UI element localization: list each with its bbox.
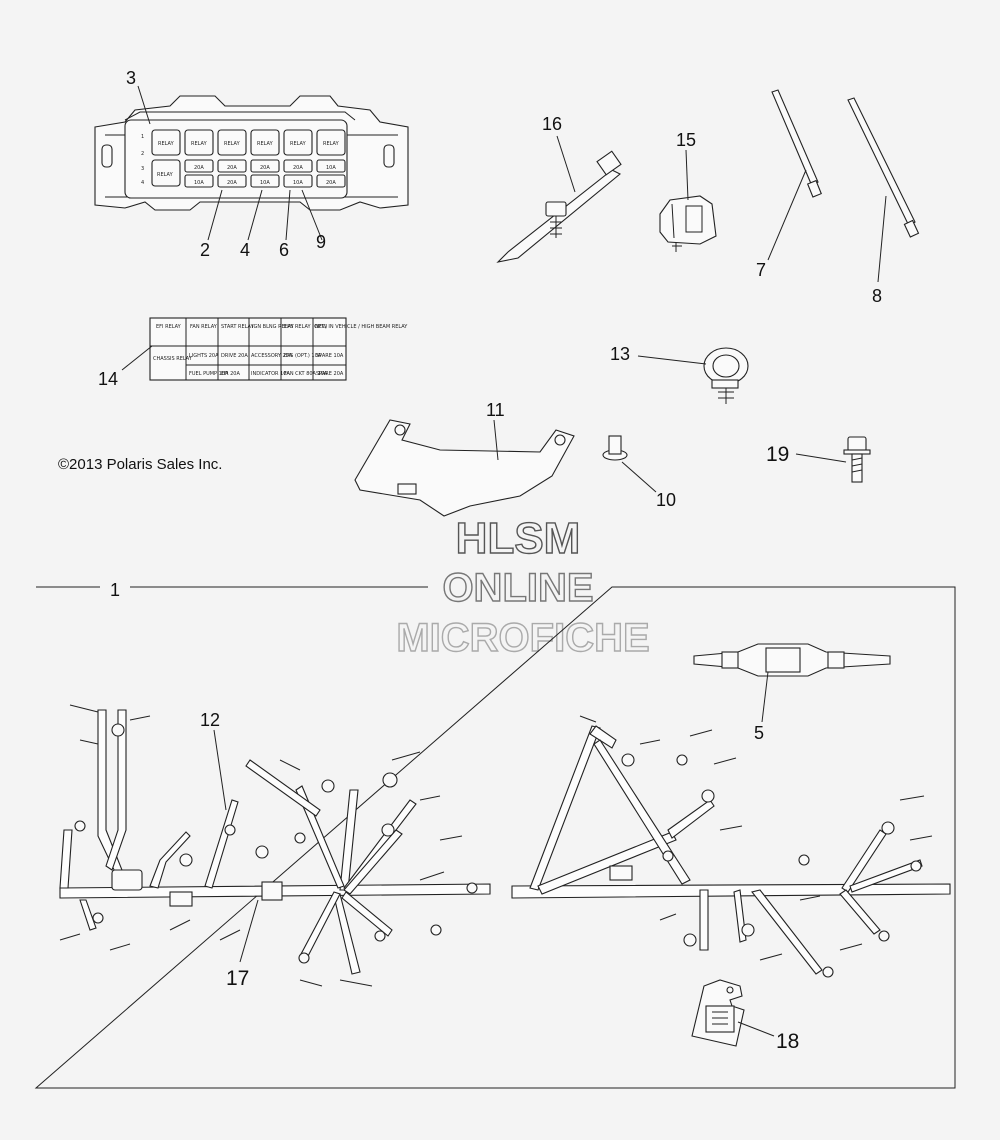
fuse-label: 20A	[293, 165, 303, 171]
leader-12	[213, 729, 227, 811]
fuse-label: 10A	[326, 165, 336, 171]
decal-cell: FAN RELAY	[190, 324, 218, 330]
watermark-line-2: ONLINE	[442, 566, 593, 610]
leader-19	[795, 453, 847, 463]
fuse-label: RELAY	[158, 141, 175, 147]
row-number: 3	[141, 166, 144, 172]
leader-14	[121, 345, 153, 371]
fuse-label: 20A	[194, 165, 204, 171]
leader-7	[767, 169, 807, 261]
leader-11	[493, 419, 499, 461]
watermark-line-3: MICROFICHE	[396, 616, 649, 660]
row-number: 2	[141, 151, 144, 157]
fuse-label: RELAY	[224, 141, 241, 147]
decal-cell: DRIVE 20A	[221, 353, 248, 359]
decal-cell: EFI RELAY	[156, 324, 182, 330]
decal-cell: CHASSIS RELAY	[153, 356, 193, 362]
fuse-box-row-relays: RELAY RELAY RELAY RELAY RELAY RELAY	[151, 129, 346, 156]
callout-6: 6	[279, 240, 289, 260]
mount-slot-left	[101, 144, 113, 168]
leader-17	[239, 899, 259, 963]
rear-wiring-harness	[511, 715, 951, 978]
fuse-label: 20A	[227, 165, 237, 171]
decal-cell: LIGHTS 20A	[189, 353, 219, 359]
callout-13: 13	[610, 344, 630, 364]
callout-18: 18	[776, 1030, 799, 1053]
tie-strap-8	[847, 97, 920, 238]
callout-3: 3	[126, 68, 136, 88]
leader-8	[877, 195, 887, 283]
callout-17: 17	[226, 967, 249, 990]
decal-cell: FUEL PUMP 10A	[189, 371, 229, 377]
mounting-bracket	[354, 419, 575, 517]
leader-18	[737, 1021, 775, 1037]
decal-cell: SPARE 10A	[316, 353, 344, 359]
callout-5: 5	[754, 723, 764, 743]
watermark: HLSM ONLINE MICROFICHE	[396, 513, 651, 660]
callout-16: 16	[542, 114, 562, 134]
mounting-clip	[703, 347, 749, 404]
fuse-label: RELAY	[191, 141, 208, 147]
callout-1: 1	[110, 580, 120, 600]
decal-cell: EPS (OPT.) 10A	[284, 353, 322, 359]
callout-12: 12	[200, 710, 220, 730]
row-number: 4	[141, 180, 144, 186]
tie-strap-7	[771, 89, 822, 198]
leader-16	[556, 135, 576, 193]
decal-cell: EPS RELAY (OPT.)	[284, 324, 327, 330]
fuse-decal: EFI RELAY FAN RELAY START RELAY IGN BLNG…	[149, 317, 408, 381]
watermark-line-1: HLSM	[456, 514, 581, 563]
connector-clip	[659, 195, 717, 252]
callout-8: 8	[872, 286, 882, 306]
leader-13	[637, 355, 707, 365]
fuse-label: 10A	[260, 180, 270, 186]
callout-11: 11	[486, 400, 505, 420]
callout-10: 10	[656, 490, 676, 510]
decal-cell: EFI 20A	[221, 371, 240, 377]
mount-slot-right	[383, 144, 395, 168]
fuse-label: 10A	[194, 180, 204, 186]
fuse-relay-box: RELAY RELAY RELAY RELAY RELAY RELAY RELA…	[94, 95, 409, 211]
decal-cell: NEW IN VEHICLE / HIGH BEAM RELAY	[315, 324, 408, 330]
leader-5	[761, 671, 769, 723]
front-wiring-harness	[59, 704, 491, 987]
fuse-box-row-fuses: RELAY 20A 20A 20A 20A 10A 10A 20A 10A 10…	[151, 159, 346, 188]
decal-cell: START RELAY	[221, 324, 255, 330]
decal-cell: SPARE 20A	[316, 371, 344, 377]
decal-cell: INDICATOR 10A	[251, 371, 290, 377]
row-number: 1	[141, 134, 144, 140]
fuse-label: 20A	[326, 180, 336, 186]
fuse-label: RELAY	[290, 141, 307, 147]
fuse-label: RELAY	[157, 172, 174, 178]
callout-14: 14	[98, 369, 118, 389]
leader-15	[685, 149, 689, 201]
cable-tie-clip	[496, 150, 622, 263]
leader-lines	[137, 85, 323, 241]
copyright-text: ©2013 Polaris Sales Inc.	[58, 456, 222, 473]
fuse-label: RELAY	[257, 141, 274, 147]
callout-15: 15	[676, 130, 696, 150]
callout-19: 19	[766, 443, 789, 466]
fuse-label: 10A	[293, 180, 303, 186]
callout-9: 9	[316, 232, 326, 252]
fuse-label: 20A	[227, 180, 237, 186]
callout-7: 7	[756, 260, 766, 280]
push-pin	[602, 435, 628, 461]
leader-10	[621, 461, 657, 493]
flange-bolt	[843, 436, 871, 483]
fuse-label: 20A	[260, 165, 270, 171]
callout-2: 2	[200, 240, 210, 260]
decal-cell: FAN CKT 80A 10A	[284, 371, 328, 377]
ecu-module-tag	[691, 979, 745, 1047]
inline-connector	[693, 643, 891, 677]
fuse-label: RELAY	[323, 141, 340, 147]
decal-cell: IGN BLNG RELAY	[252, 324, 295, 330]
callout-4: 4	[240, 240, 250, 260]
decal-cell: ACCESSORY 20A	[251, 353, 293, 359]
harness-group-frame	[34, 586, 956, 1089]
